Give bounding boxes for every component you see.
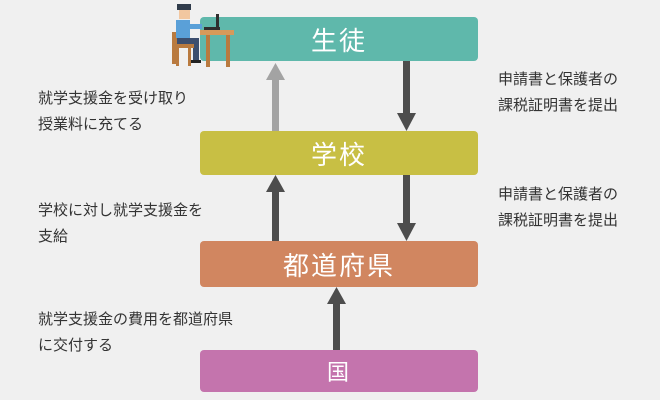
arrow-school-to-student [266, 63, 285, 131]
note-pref-pays-school: 学校に対し就学支援金を 支給 [38, 201, 204, 245]
arrow-student-to-school [397, 61, 416, 131]
student-label: 生徒 [310, 26, 367, 57]
prefecture-label: 都道府県 [282, 251, 395, 282]
school-box: 学校 [200, 131, 478, 175]
arrow-school-to-prefecture [397, 175, 416, 241]
note-student-receives-aid: 就学支援金を受け取り 授業料に充てる [38, 89, 189, 133]
nation-label: 国 [326, 361, 351, 386]
arrow-prefecture-to-school [266, 175, 285, 241]
person-at-desk-icon [172, 4, 234, 67]
arrow-nation-to-prefecture [327, 287, 346, 350]
note-nation-grants-pref: 就学支援金の費用を都道府県 に交付する [38, 310, 234, 354]
nation-box: 国 [200, 350, 478, 392]
student-box: 生徒 [200, 17, 478, 61]
note-submit-docs-to-pref: 申請書と保護者の 課税証明書を提出 [498, 185, 619, 229]
note-submit-docs-to-school: 申請書と保護者の 課税証明書を提出 [498, 70, 619, 114]
prefecture-box: 都道府県 [200, 241, 478, 287]
school-label: 学校 [310, 140, 367, 171]
